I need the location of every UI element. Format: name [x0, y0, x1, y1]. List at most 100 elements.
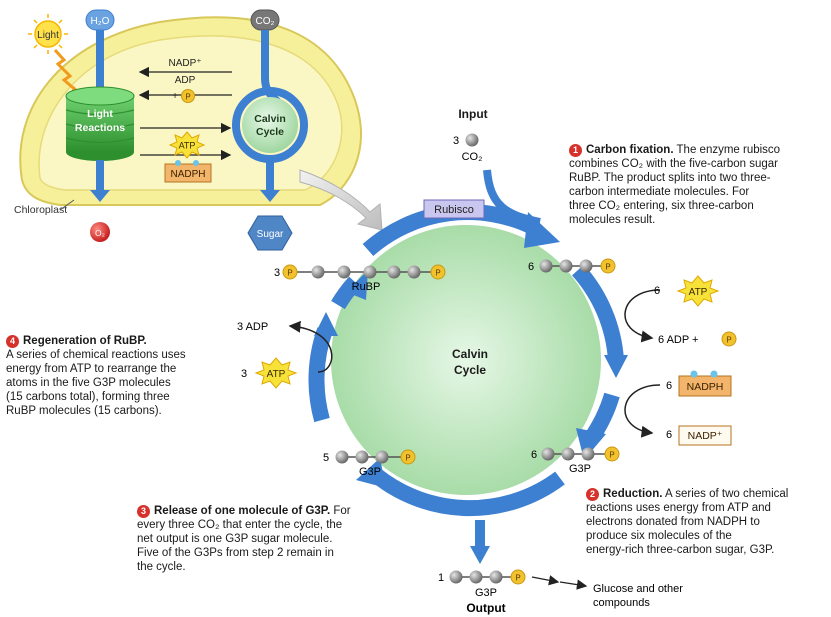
step-1-line: The enzyme rubisco [676, 144, 781, 156]
phosphate-icon [181, 89, 195, 103]
rubp-molecule [282, 264, 446, 280]
g3p-five-label: G3P [359, 466, 381, 478]
step-4-title: Regeneration of RuBP. [23, 335, 147, 347]
rubisco-label: Rubisco [434, 204, 474, 216]
glucose-line2: compounds [593, 597, 650, 609]
rubp-label: RuBP [352, 281, 381, 293]
nadp-plus-label: NADP⁺ [688, 430, 723, 442]
regen-adp-label: 3 ADP [237, 321, 268, 333]
step-1-title: Carbon fixation. [586, 144, 674, 156]
nadph-small-box [164, 163, 212, 183]
step-2-reduction: 2 Reduction. A series of two chemical rea… [586, 487, 826, 557]
g3p-five-molecule [335, 449, 416, 465]
cycle-center [331, 225, 601, 495]
svg-text:P: P [405, 454, 410, 463]
step-4-line: A series of chemical reactions uses [6, 349, 186, 361]
step-1-line: carbon intermediate molecules. For [569, 186, 750, 198]
calvin-small-line2: Cycle [256, 126, 284, 138]
step-2-line: A series of two chemical [664, 488, 789, 500]
step-1-line: three CO₂ entering, six three-carbon [569, 200, 754, 212]
svg-text:P: P [609, 451, 614, 460]
sun-icon [28, 14, 68, 54]
svg-text:P: P [287, 269, 292, 278]
adp-phosphate-icon [721, 331, 737, 347]
overview-p-label: P [185, 93, 190, 102]
step-3-line: net output is one G3P sugar molecule. [137, 533, 333, 545]
rubisco-box [423, 199, 485, 219]
overview-panel: Light H₂O CO₂ Light Reactions O₂ Chlorop… [14, 9, 362, 251]
o2-ball [90, 222, 110, 242]
step-2-title: Reduction. [603, 488, 663, 500]
step-1-line: RuBP. The product splits into two three- [569, 172, 771, 184]
adp-out-label: 6 ADP + [658, 334, 698, 346]
step-4-line: atoms in the five G3P molecules [6, 377, 171, 389]
regen-atp-label: ATP [267, 369, 286, 380]
atp-in-label: ATP [689, 287, 708, 298]
nadph-in-count: 6 [666, 380, 672, 392]
step-3-line: every three CO₂ that enter the cycle, th… [137, 519, 343, 531]
step-1-badge: 1 [569, 144, 582, 157]
step-4-regeneration: 4 Regeneration of RuBP. A series of chemi… [6, 334, 236, 418]
step-2-line: reactions uses energy from ATP and [586, 502, 771, 514]
g3p-six-molecule [541, 446, 620, 462]
step-4-line: (15 carbons total), forming three [6, 391, 170, 403]
cycle-center-line2: Cycle [454, 363, 486, 377]
step-1-line: molecules result. [569, 214, 656, 226]
input-carbon [465, 133, 479, 147]
light-label: Light [37, 30, 59, 41]
input-molecule: CO₂ [462, 151, 483, 163]
regen-atp-count: 3 [241, 368, 247, 380]
svg-text:P: P [435, 269, 440, 278]
light-zigzag-arrow [53, 48, 79, 94]
light-reactions-line2: Reactions [75, 122, 125, 134]
glucose-line1: Glucose and other [593, 583, 683, 595]
overview-atp-label: ATP [179, 141, 196, 151]
svg-text:P: P [515, 574, 520, 583]
sugar-label: Sugar [257, 229, 284, 240]
calvin-small-ring [232, 87, 308, 163]
main-cycle: Calvin Cycle Input 3 CO₂ Rubisco [237, 107, 737, 615]
adp-label: ADP [175, 75, 196, 86]
step-4-badge: 4 [6, 335, 19, 348]
atp-star-small [168, 131, 206, 159]
rubp-count: 3 [274, 267, 280, 279]
nadp-plus-label: NADP⁺ [168, 58, 201, 69]
chloroplast-label: Chloroplast [14, 204, 67, 216]
nadp-plus-box [678, 425, 732, 446]
output-g3p-label: G3P [475, 587, 497, 599]
atp-in-count: 6 [654, 285, 660, 297]
intermediate-count: 6 [528, 261, 534, 273]
sugar-hexagon [247, 215, 293, 251]
svg-text:P: P [605, 263, 610, 272]
step-3-badge: 3 [137, 505, 150, 518]
step-2-line: energy-rich three-carbon sugar, G3P. [586, 544, 775, 556]
g3p-six-label: G3P [569, 463, 591, 475]
g3p-six-count: 6 [531, 449, 537, 461]
atp-star-in [676, 275, 720, 307]
output-label: Output [466, 601, 505, 615]
step-4-line: energy from ATP to rearrange the [6, 363, 177, 375]
cycle-center-line1: Calvin [452, 347, 488, 361]
adp-plus-sign: + [172, 91, 178, 102]
step-4-line: RuBP molecules (15 carbons). [6, 405, 162, 417]
svg-text:P: P [726, 336, 731, 345]
overview-nadph-label: NADPH [170, 169, 205, 180]
step-2-line: produce six molecules of the [586, 530, 732, 542]
calvin-small-line1: Calvin [254, 113, 286, 125]
g3p-five-count: 5 [323, 452, 329, 464]
step-3-line: the cycle. [137, 561, 186, 573]
step-2-badge: 2 [586, 488, 599, 501]
h2o-label: H₂O [91, 16, 110, 27]
intermediate-molecule [539, 258, 616, 274]
nadp-out-count: 6 [666, 429, 672, 441]
co2-label: CO₂ [256, 16, 275, 27]
step-3-line: Five of the G3Ps from step 2 remain in [137, 547, 334, 559]
nadph-label: NADPH [687, 381, 724, 393]
o2-label: O₂ [95, 228, 105, 238]
input-count: 3 [453, 135, 459, 147]
step-2-line: electrons donated from NADPH to [586, 516, 760, 528]
step-3-line: For [333, 505, 351, 517]
